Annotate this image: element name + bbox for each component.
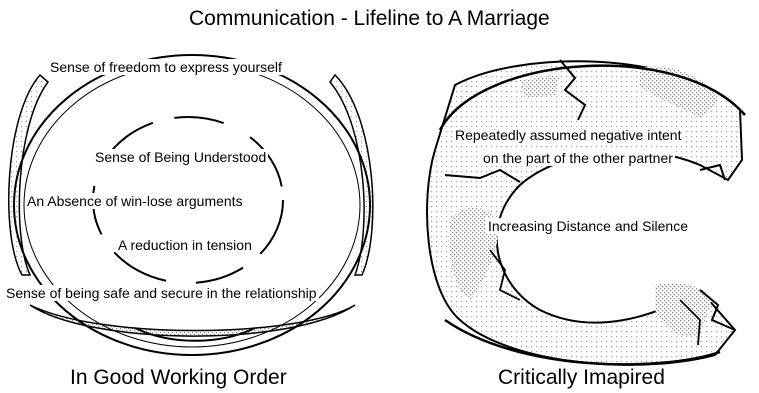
right-crack-3 xyxy=(489,249,521,301)
right-crack-2 xyxy=(444,168,521,183)
right-patch-4 xyxy=(520,75,560,98)
right-outer-contour xyxy=(438,64,746,131)
right-outer-contour-bottom xyxy=(444,318,721,366)
diagram-title: Communication - Lifeline to A Marriage xyxy=(189,7,550,30)
left-bottom-arc xyxy=(134,327,256,342)
right-ring xyxy=(426,59,746,366)
right-caption: Critically Imapired xyxy=(498,366,665,389)
right-label-distance-silence: Increasing Distance and Silence xyxy=(486,218,691,234)
left-caption: In Good Working Order xyxy=(70,366,287,389)
right-crack-4 xyxy=(699,163,726,181)
left-outer-band-bottom xyxy=(29,304,356,337)
right-patch-3 xyxy=(655,283,712,337)
right-patch-2 xyxy=(448,207,499,300)
right-label-negative-intent-2: on the part of the other partner xyxy=(481,150,675,166)
left-label-understood: Sense of Being Understood xyxy=(93,149,269,165)
right-label-negative-intent-1: Repeatedly assumed negative intent xyxy=(453,127,684,143)
right-patch-1 xyxy=(640,66,718,118)
left-label-tension: A reduction in tension xyxy=(116,237,254,253)
left-label-win-lose: An Absence of win-lose arguments xyxy=(25,193,245,209)
right-crack-5 xyxy=(679,299,701,346)
right-crack-1 xyxy=(559,59,587,121)
left-ring xyxy=(8,54,374,356)
right-broken-edge xyxy=(699,289,736,331)
left-outer-band-left xyxy=(8,73,50,276)
left-label-freedom: Sense of freedom to express yourself xyxy=(48,59,284,75)
left-outer-band-right xyxy=(329,73,374,276)
left-outer-ring xyxy=(13,54,371,356)
left-label-safe-secure: Sense of being safe and secure in the re… xyxy=(4,285,319,301)
